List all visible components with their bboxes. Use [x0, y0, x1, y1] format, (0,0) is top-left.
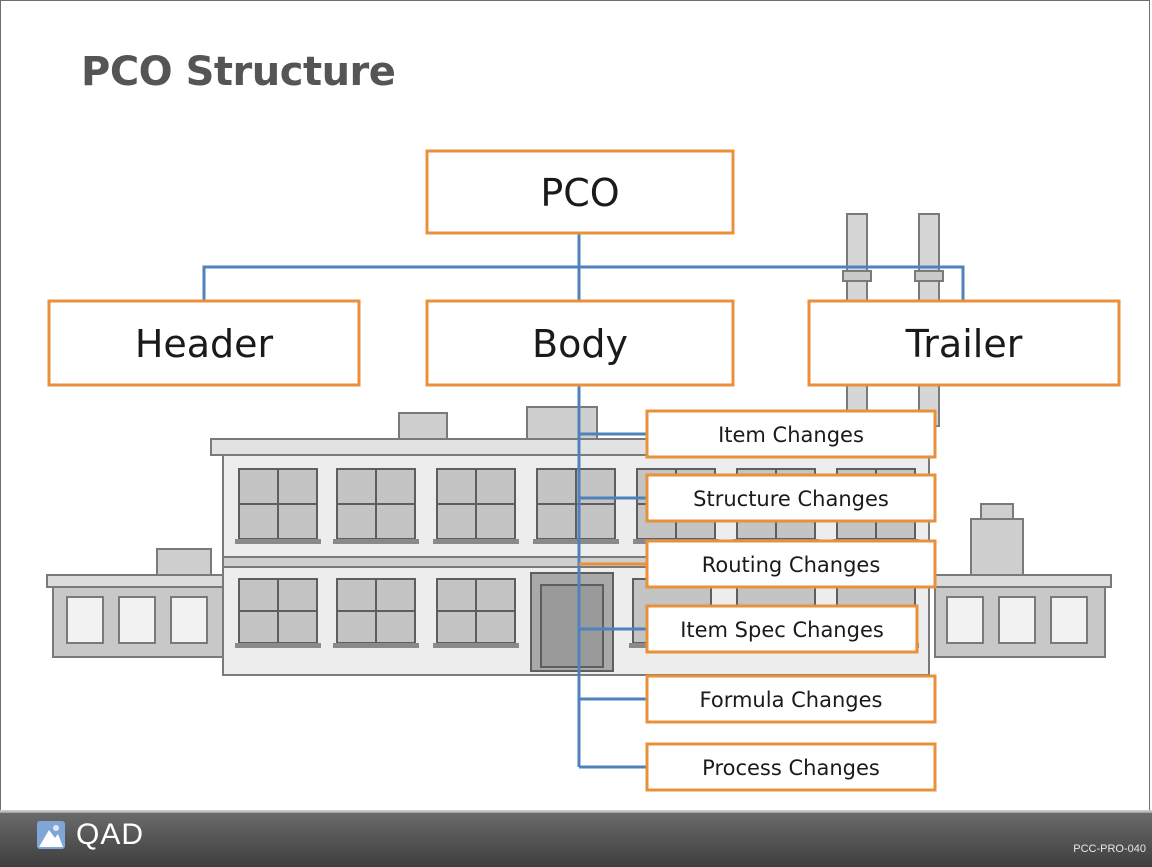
pco-node: PCO	[425, 149, 735, 235]
routing-changes-node: Routing Changes	[645, 539, 937, 589]
footer-divider	[0, 810, 1152, 814]
document-code: PCC-PRO-040	[1073, 843, 1146, 855]
item-spec-changes-node: Item Spec Changes	[645, 604, 919, 654]
connectors	[202, 233, 965, 769]
trailer-node: Trailer	[807, 299, 1121, 387]
routing-changes-label: Routing Changes	[702, 553, 881, 577]
process-changes-label: Process Changes	[702, 756, 880, 780]
qad-logo-icon	[37, 821, 65, 849]
body-node-label: Body	[532, 322, 628, 366]
brand-name: QAD	[76, 818, 145, 851]
formula-changes-node: Formula Changes	[645, 674, 937, 724]
structure-changes-label: Structure Changes	[693, 487, 889, 511]
process-changes-node: Process Changes	[645, 742, 937, 792]
item-changes-node: Item Changes	[645, 409, 937, 459]
pco-node-label: PCO	[540, 171, 619, 215]
header-node-label: Header	[135, 322, 274, 366]
slide-title: PCO Structure	[81, 49, 396, 95]
item-spec-changes-label: Item Spec Changes	[680, 618, 884, 642]
item-changes-label: Item Changes	[718, 423, 864, 447]
brand-logo: QAD	[36, 818, 144, 852]
formula-changes-label: Formula Changes	[700, 688, 883, 712]
body-node: Body	[425, 299, 735, 387]
trailer-node-label: Trailer	[905, 322, 1023, 366]
structure-changes-node: Structure Changes	[645, 473, 937, 523]
footer-bar	[0, 813, 1152, 867]
header-node: Header	[47, 299, 361, 387]
